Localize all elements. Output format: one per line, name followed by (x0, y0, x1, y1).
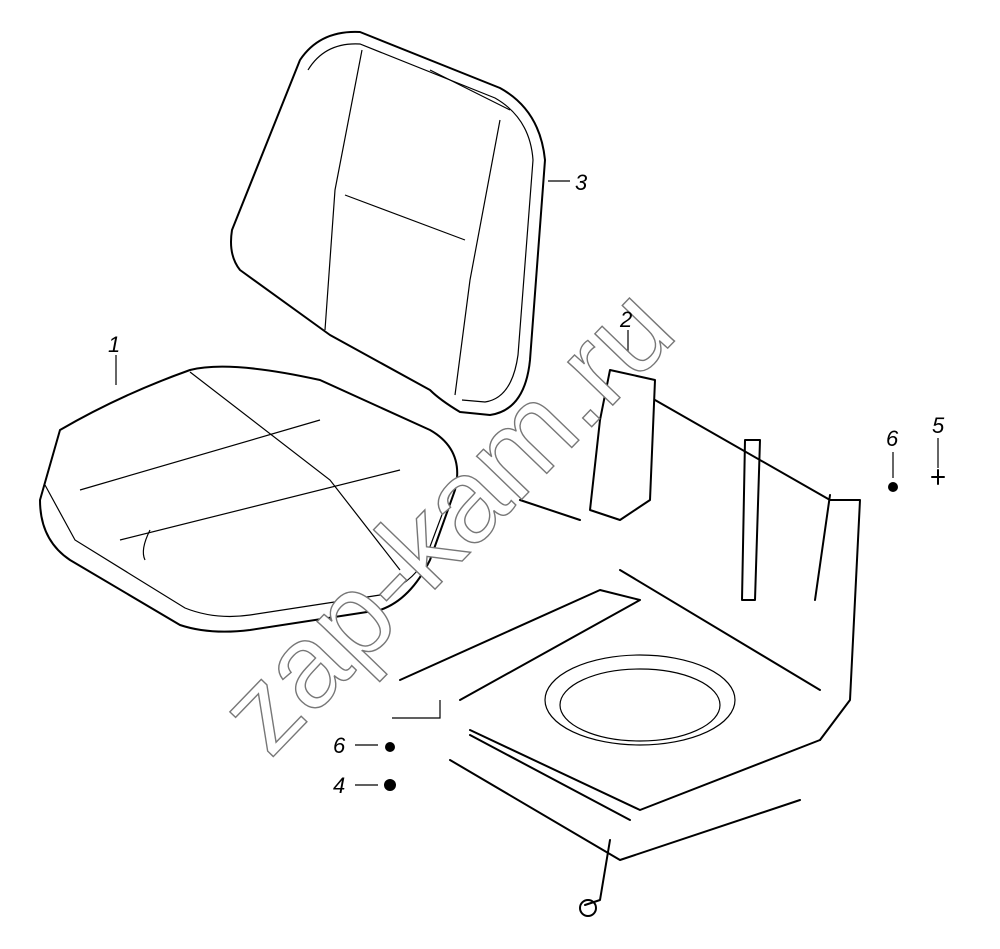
washer-6-bottom (385, 742, 395, 752)
callout-4: 4 (333, 773, 345, 798)
watermark: zap-kam.ru (194, 262, 699, 778)
frame-drawing (399, 369, 861, 917)
bolt-5 (931, 469, 945, 485)
backrest-drawing (230, 30, 546, 416)
cushion-drawing (39, 365, 459, 633)
callout-2: 2 (619, 307, 632, 332)
callout-5: 5 (932, 413, 945, 438)
callout-6-top: 6 (886, 426, 899, 451)
callout-6-bottom: 6 (333, 733, 346, 758)
callout-1: 1 (108, 332, 120, 357)
washer-6-top (888, 482, 898, 492)
callout-3: 3 (575, 170, 588, 195)
nut-4 (384, 779, 396, 791)
